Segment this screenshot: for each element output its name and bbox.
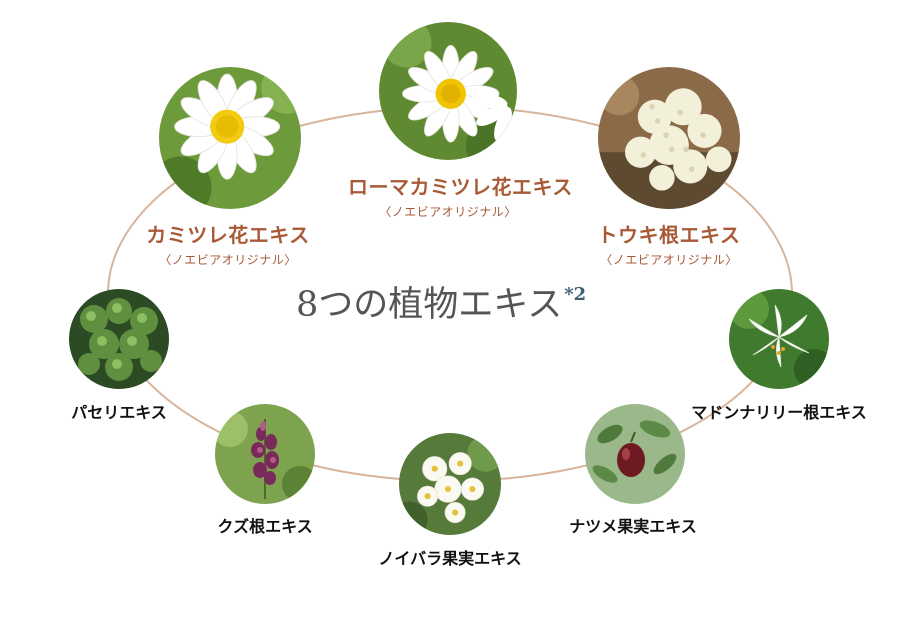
- extract-name: ノイバラ果実エキス: [378, 549, 522, 568]
- chamomile-photo: [159, 67, 301, 209]
- footnote-marker: *2: [564, 284, 587, 305]
- extract-origin-note: 〈ノエビアオリジナル〉: [600, 253, 738, 267]
- extract-label-wild-rose: ノイバラ果実エキス: [360, 545, 540, 569]
- extract-label-madonna-lily: マドンナリリー根エキス: [684, 399, 874, 423]
- extract-name: マドンナリリー根エキス: [691, 403, 867, 422]
- parsley-photo: [69, 289, 169, 389]
- extract-name: パセリエキス: [71, 403, 167, 422]
- extract-label-chamomile: カミツレ花エキス 〈ノエビアオリジナル〉: [128, 219, 328, 268]
- extract-name: ナツメ果実エキス: [569, 517, 697, 536]
- extract-origin-note: 〈ノエビアオリジナル〉: [159, 253, 297, 267]
- diagram-title: 8つの植物エキス*2: [296, 276, 586, 327]
- extract-origin-note: 〈ノエビアオリジナル〉: [379, 205, 517, 219]
- extract-name: クズ根エキス: [217, 517, 313, 536]
- wild-rose-photo: [399, 433, 501, 535]
- extract-name: ローマカミツレ花エキス: [348, 175, 573, 199]
- extract-name: カミツレ花エキス: [146, 223, 310, 247]
- extract-label-jujube: ナツメ果実エキス: [548, 513, 718, 537]
- roman-chamomile-photo: [379, 22, 517, 160]
- extract-name: トウキ根エキス: [597, 223, 741, 247]
- title-text: 8つの植物エキス: [296, 285, 563, 325]
- extract-label-parsley: パセリエキス: [44, 399, 194, 423]
- madonna-lily-photo: [729, 289, 829, 389]
- angelica-photo: [598, 67, 740, 209]
- kudzu-photo: [215, 404, 315, 504]
- extract-label-angelica: トウキ根エキス 〈ノエビアオリジナル〉: [569, 219, 769, 268]
- extract-label-kudzu: クズ根エキス: [180, 513, 350, 537]
- extract-label-roman-chamomile: ローマカミツレ花エキス 〈ノエビアオリジナル〉: [348, 171, 573, 220]
- jujube-photo: [585, 404, 685, 504]
